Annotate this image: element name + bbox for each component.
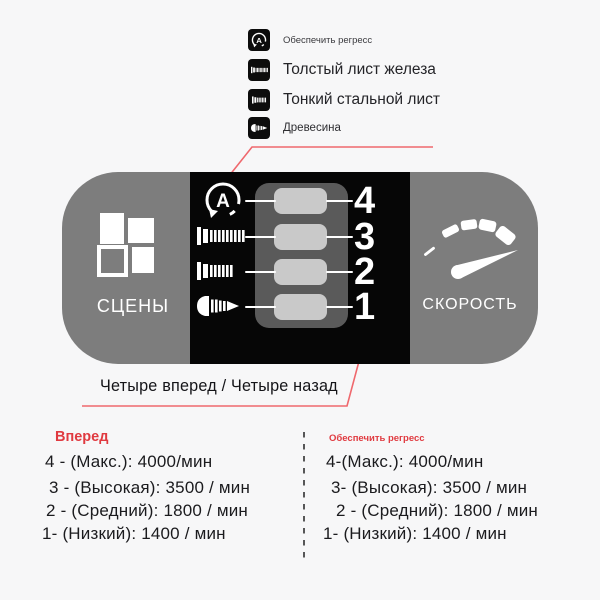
wood-screw-icon bbox=[197, 296, 239, 316]
connector-line bbox=[245, 305, 276, 308]
gear-button-4[interactable] bbox=[274, 188, 327, 214]
auto-letter: A bbox=[216, 191, 230, 212]
legend-label: Обеспечить регресс bbox=[283, 34, 373, 46]
gear-button-3[interactable] bbox=[274, 224, 327, 250]
forward-row: 1- (Низкий): 1400 / мин bbox=[42, 524, 226, 543]
connector-line bbox=[245, 235, 276, 238]
reverse-row: 2 - (Средний): 1800 / мин bbox=[336, 501, 539, 520]
legend-label: Толстый лист железа bbox=[283, 61, 436, 78]
gear-number-3: 3 bbox=[354, 216, 376, 258]
reverse-title: Обеспечить регресс bbox=[329, 433, 425, 444]
wood-screw-icon bbox=[248, 117, 270, 139]
legend-item-wood: Древесина bbox=[248, 117, 341, 139]
reverse-row: 4-(Макс.): 4000/мин bbox=[326, 452, 484, 471]
forward-title: Вперед bbox=[55, 429, 109, 445]
gear-number-1: 1 bbox=[354, 286, 376, 328]
reverse-row: 3- (Высокая): 3500 / мин bbox=[331, 478, 528, 497]
forward-row: 4 - (Макс.): 4000/мин bbox=[45, 452, 213, 471]
thick-bolt-icon bbox=[197, 227, 245, 245]
scenes-label: СЦЕНЫ bbox=[96, 296, 170, 316]
reverse-row: 1- (Низкий): 1400 / мин bbox=[323, 524, 507, 543]
scenes-grid-icon bbox=[97, 213, 154, 277]
speed-label: СКОРОСТЬ bbox=[422, 296, 518, 313]
connector-line bbox=[245, 199, 276, 202]
gear-button-2[interactable] bbox=[274, 259, 327, 285]
auto-regress-icon: A bbox=[205, 182, 241, 218]
speedometer-icon bbox=[424, 218, 518, 279]
legend-item-thick-sheet: Толстый лист железа bbox=[248, 59, 436, 81]
forward-row: 3 - (Высокая): 3500 / мин bbox=[49, 478, 251, 497]
legend-item-thin-sheet: Тонкий стальной лист bbox=[248, 89, 440, 111]
forward-row: 2 - (Средний): 1800 / мин bbox=[46, 501, 249, 520]
legend-label: Древесина bbox=[283, 122, 341, 134]
gear-number-4: 4 bbox=[354, 180, 376, 222]
connector-line bbox=[326, 235, 353, 238]
connector-line bbox=[326, 199, 353, 202]
legend-item-auto-regress: A Обеспечить регресс bbox=[248, 29, 372, 51]
control-panel: СЦЕНЫ СКОРОСТЬ 4 bbox=[62, 172, 538, 364]
connector-line bbox=[326, 305, 353, 308]
auto-letter: A bbox=[256, 36, 262, 45]
legend-label: Тонкий стальной лист bbox=[283, 91, 440, 108]
connector-line bbox=[326, 270, 353, 273]
thin-bolt-icon bbox=[248, 89, 270, 111]
gear-button-1[interactable] bbox=[274, 294, 327, 320]
thick-bolt-icon bbox=[248, 59, 270, 81]
column-divider bbox=[303, 432, 305, 558]
thin-bolt-icon bbox=[197, 262, 233, 280]
gear-count-callout: Четыре вперед / Четыре назад bbox=[100, 377, 338, 395]
gear-number-2: 2 bbox=[354, 251, 376, 293]
connector-line bbox=[245, 270, 276, 273]
auto-regress-icon: A bbox=[248, 29, 270, 51]
